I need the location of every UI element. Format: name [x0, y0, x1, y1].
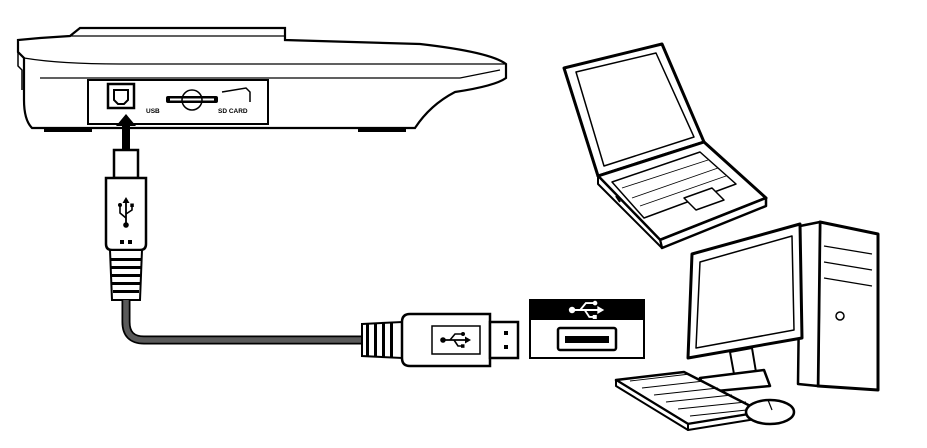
sd-card-label: SD CARD — [218, 108, 248, 115]
usb-a-plug — [361, 312, 520, 368]
device-body — [16, 26, 508, 132]
usb-trident-icon — [568, 300, 605, 319]
usb-a-receptacle — [529, 299, 645, 359]
desktop-computer-icon — [614, 220, 880, 431]
laptop-icon — [562, 42, 768, 250]
usb-port-label: USB — [146, 108, 160, 115]
usb-b-port — [106, 82, 136, 110]
usb-b-plug — [104, 148, 148, 301]
usb-cable — [121, 300, 362, 345]
up-arrow-icon — [116, 114, 136, 150]
sd-card-slot — [166, 87, 251, 111]
